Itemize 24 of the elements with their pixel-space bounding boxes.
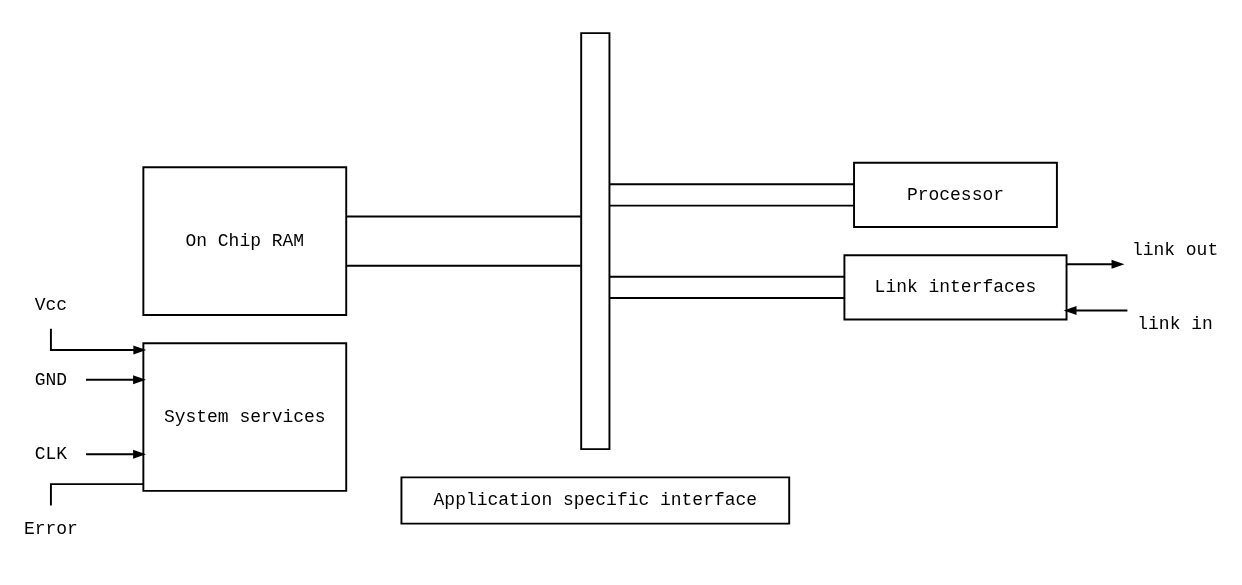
node-box: Processor — [853, 161, 1058, 228]
arrow — [1065, 259, 1125, 269]
arrow — [85, 449, 146, 459]
node-box: Link interfaces — [843, 254, 1068, 321]
node-text: link out — [1131, 239, 1219, 260]
node-text: Vcc — [34, 295, 68, 316]
node-text: Error — [23, 518, 78, 539]
connector — [608, 297, 846, 300]
connector — [608, 275, 846, 278]
node-text: GND — [34, 369, 68, 390]
arrow — [1063, 305, 1129, 315]
node-text: CLK — [34, 444, 68, 465]
connector — [608, 204, 855, 207]
connector — [608, 183, 855, 186]
connector — [345, 215, 582, 218]
node-box: On Chip RAM — [142, 166, 348, 316]
node-bar — [580, 32, 611, 451]
connector — [49, 483, 145, 507]
arrow — [49, 327, 147, 355]
node-box: System services — [142, 342, 348, 492]
node-box: Application specific interface — [400, 476, 791, 525]
arrow — [85, 375, 146, 385]
node-text: link in — [1137, 314, 1213, 335]
connector — [345, 264, 582, 267]
